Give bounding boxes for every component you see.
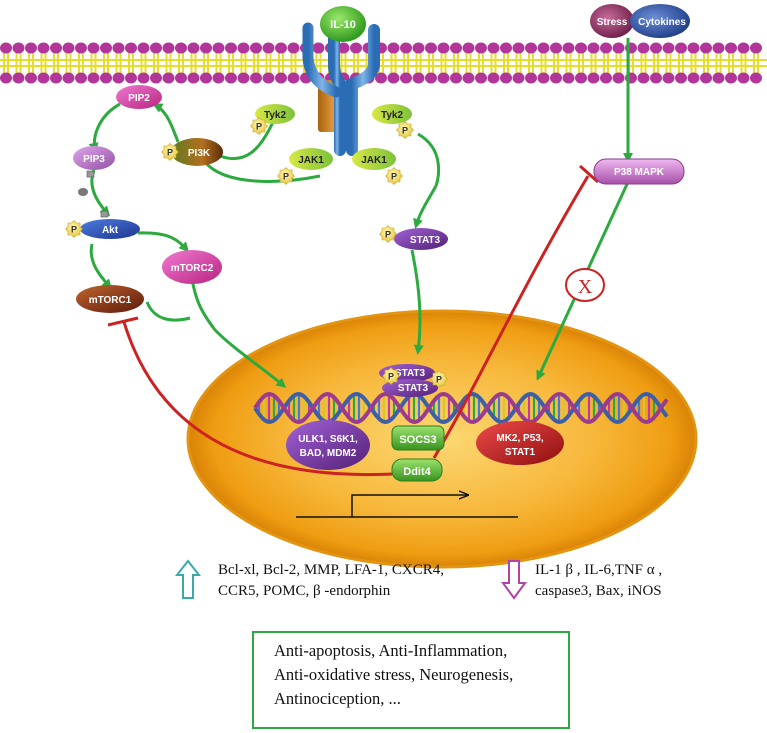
phospho-label: P (71, 225, 77, 235)
outcome-line3: Antinociception, ... (274, 689, 401, 708)
phospho-tag: P (385, 167, 403, 185)
upregulated-line2: CCR5, POMC, β -endorphin (218, 583, 391, 599)
outcome-line2: Anti-oxidative stress, Neurogenesis, (274, 665, 514, 684)
phospho-tag: P (430, 370, 448, 388)
mtorc2-label: mTORC2 (171, 263, 214, 274)
mtorc2-node: mTORC2 (162, 250, 222, 284)
cytokines-node: Cytokines (630, 4, 690, 38)
tyk2-right-label: Tyk2 (381, 110, 403, 121)
pip3-node: PIP3 (73, 146, 115, 218)
phospho-label: P (402, 126, 408, 136)
pip2-node: PIP2 (116, 85, 162, 109)
jak1-left-label: JAK1 (298, 155, 324, 166)
p38-mapk-node: P38 MAPK (593, 158, 685, 185)
block-x-label: X (578, 276, 593, 298)
socs3-node: SOCS3 (391, 425, 445, 451)
inhibition-lines (107, 164, 599, 477)
targets-right-line2: STAT1 (505, 447, 536, 458)
il10-receptor (302, 22, 380, 156)
phospho-label: P (283, 172, 289, 182)
targets-right-line1: MK2, P53, (496, 433, 543, 444)
phospho-tags: P P P P P P P P P (65, 117, 448, 388)
stress-node: Stress (590, 4, 634, 38)
targets-left-line2: BAD, MDM2 (300, 448, 357, 459)
targets-left-node: ULK1, S6K1, BAD, MDM2 (286, 420, 370, 470)
phospho-tag: P (250, 117, 268, 135)
phospho-label: P (388, 372, 394, 382)
phospho-label: P (436, 375, 442, 385)
downregulation-arrow-icon (501, 560, 527, 600)
stat3-dimer-bottom-label: STAT3 (398, 383, 429, 394)
phospho-tag: P (65, 220, 83, 238)
tyk2-left: Tyk2 (255, 104, 295, 124)
phospho-tag: P (382, 367, 400, 385)
akt-label: Akt (102, 225, 119, 236)
targets-right-node: MK2, P53, STAT1 (476, 421, 564, 465)
tyk2-left-label: Tyk2 (264, 110, 286, 121)
pip3-label: PIP3 (83, 154, 105, 165)
stat3-dimer-top-label: STAT3 (395, 368, 426, 379)
stat3-node: STAT3 (394, 228, 448, 250)
phospho-tag: P (379, 225, 397, 243)
upregulation-arrow-icon (174, 559, 202, 599)
ddit4-label: Ddit4 (403, 466, 431, 478)
targets-left-line1: ULK1, S6K1, (298, 434, 358, 445)
p38-label: P38 MAPK (614, 167, 665, 178)
socs3-label: SOCS3 (399, 434, 436, 446)
tyk2-right: Tyk2 (372, 104, 412, 124)
jak1-right-label: JAK1 (361, 155, 387, 166)
mtorc1-label: mTORC1 (89, 295, 132, 306)
outcome-line1: Anti-apoptosis, Anti-Inflammation, (274, 641, 508, 660)
phospho-label: P (391, 172, 397, 182)
phospho-tag: P (396, 121, 414, 139)
jak1-right: JAK1 (352, 148, 396, 170)
ddit4-node: Ddit4 (391, 458, 443, 482)
stat3-label: STAT3 (410, 235, 441, 246)
phospho-label: P (167, 148, 173, 158)
pi3k-label: PI3K (188, 148, 211, 159)
il10-label: IL-10 (330, 19, 356, 31)
stat3-dimer: STAT3 STAT3 (379, 364, 438, 397)
pi3k-node: PI3K (171, 138, 223, 166)
downregulated-line2: caspase3, Bax, iNOS (535, 583, 662, 599)
block-mark: X (565, 268, 605, 302)
phospho-tag: P (277, 167, 295, 185)
phospho-label: P (256, 122, 262, 132)
il10-ligand: IL-10 (320, 6, 366, 42)
downregulated-line1: IL-1 β , IL-6,TNF α , (535, 562, 663, 578)
pip2-label: PIP2 (128, 93, 150, 104)
stress-label: Stress (597, 17, 628, 28)
transcription-arrow (296, 495, 518, 518)
phospho-tag: P (161, 143, 179, 161)
akt-node: Akt (80, 219, 140, 239)
cell-membrane (0, 42, 767, 84)
upregulated-line1: Bcl-xl, Bcl-2, MMP, LFA-1, CXCR4, (218, 562, 444, 578)
mtorc1-node: mTORC1 (76, 285, 144, 313)
phospho-label: P (385, 230, 391, 240)
cytokines-label: Cytokines (638, 17, 686, 28)
jak1-left: JAK1 (289, 148, 333, 170)
outcomes-box: Anti-apoptosis, Anti-Inflammation, Anti-… (252, 631, 570, 729)
